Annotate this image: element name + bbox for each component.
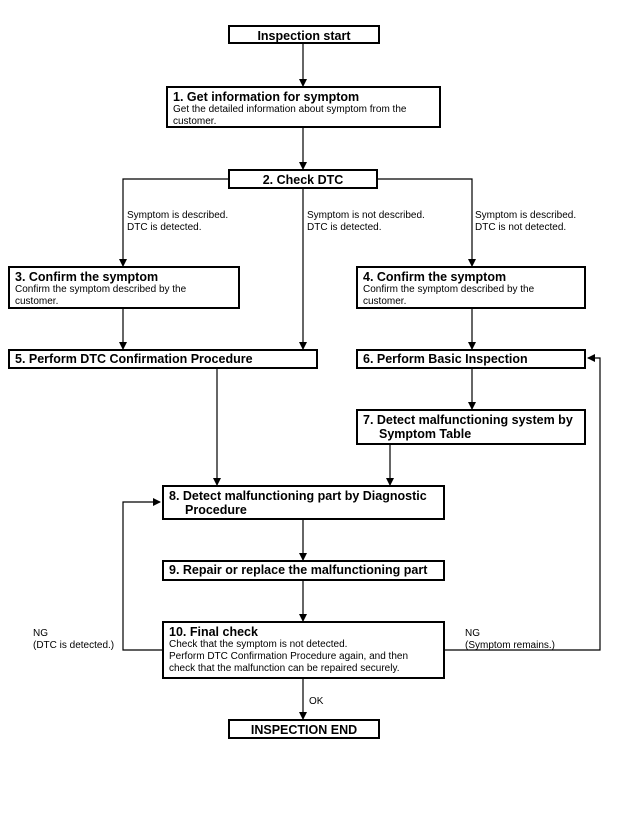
inspection-end-box: INSPECTION END [228, 719, 380, 739]
ng-left-label: NG (DTC is detected.) [33, 628, 114, 652]
step-9-box: 9. Repair or replace the malfunctioning … [162, 560, 445, 581]
branch-label-middle: Symptom is not described. DTC is detecte… [307, 210, 425, 234]
ng-right-label: NG (Symptom remains.) [465, 628, 555, 652]
step-8-line2: Procedure [185, 503, 247, 517]
step-7-line2: Symptom Table [379, 427, 472, 441]
branch-right-line2: DTC is not detected. [475, 222, 567, 233]
step-1-title: 1. Get information for symptom [173, 90, 360, 104]
step-8-line1: 8. Detect malfunctioning part by Diagnos… [169, 489, 427, 503]
step-4-description: Confirm the symptom described by the cus… [363, 284, 535, 307]
branch-left-line2: DTC is detected. [127, 222, 202, 233]
ng-right-line1: NG [465, 628, 480, 639]
step-9-title: 9. Repair or replace the malfunctioning … [169, 563, 428, 577]
step-7-line1: 7. Detect malfunctioning system by [363, 413, 573, 427]
step-10-box: 10. Final check Check that the symptom i… [162, 621, 445, 679]
ng-left-line2: (DTC is detected.) [33, 640, 115, 651]
inspection-start-label: Inspection start [257, 29, 351, 43]
step-1-box: 1. Get information for symptom Get the d… [166, 86, 441, 128]
step-10-line3: check that the malfunction can be repair… [169, 663, 400, 674]
step-10-title: 10. Final check [169, 625, 258, 639]
step-10-line1: Check that the symptom is not detected. [169, 639, 348, 650]
ng-right-line2: (Symptom remains.) [465, 640, 556, 651]
step-4-title: 4. Confirm the symptom [363, 270, 507, 284]
step-1-description: Get the detailed information about sympt… [173, 104, 407, 127]
ng-left-line1: NG [33, 628, 48, 639]
inspection-end-label: INSPECTION END [250, 723, 358, 737]
step-3-description: Confirm the symptom described by the cus… [15, 284, 187, 307]
step-3-title: 3. Confirm the symptom [15, 270, 159, 284]
step-10-line2: Perform DTC Confirmation Procedure again… [169, 651, 409, 662]
step-5-box: 5. Perform DTC Confirmation Procedure [8, 349, 318, 369]
step-6-title: 6. Perform Basic Inspection [363, 352, 528, 366]
step-2-title: 2. Check DTC [262, 173, 344, 187]
step-7-box: 7. Detect malfunctioning system by Sympt… [356, 409, 586, 445]
branch-middle-line2: DTC is detected. [307, 222, 382, 233]
branch-right-line1: Symptom is described. [475, 210, 577, 221]
branch-label-right: Symptom is described. DTC is not detecte… [475, 210, 576, 234]
step-6-box: 6. Perform Basic Inspection [356, 349, 586, 369]
branch-middle-line1: Symptom is not described. [307, 210, 425, 221]
step-8-box: 8. Detect malfunctioning part by Diagnos… [162, 485, 445, 520]
step-3-box: 3. Confirm the symptom Confirm the sympt… [8, 266, 240, 309]
inspection-start-box: Inspection start [228, 25, 380, 44]
branch-label-left: Symptom is described. DTC is detected. [127, 210, 228, 234]
step-2-box: 2. Check DTC [228, 169, 378, 189]
ok-label: OK [309, 696, 324, 707]
step-4-box: 4. Confirm the symptom Confirm the sympt… [356, 266, 586, 309]
step-5-title: 5. Perform DTC Confirmation Procedure [15, 352, 253, 366]
branch-left-line1: Symptom is described. [127, 210, 229, 221]
